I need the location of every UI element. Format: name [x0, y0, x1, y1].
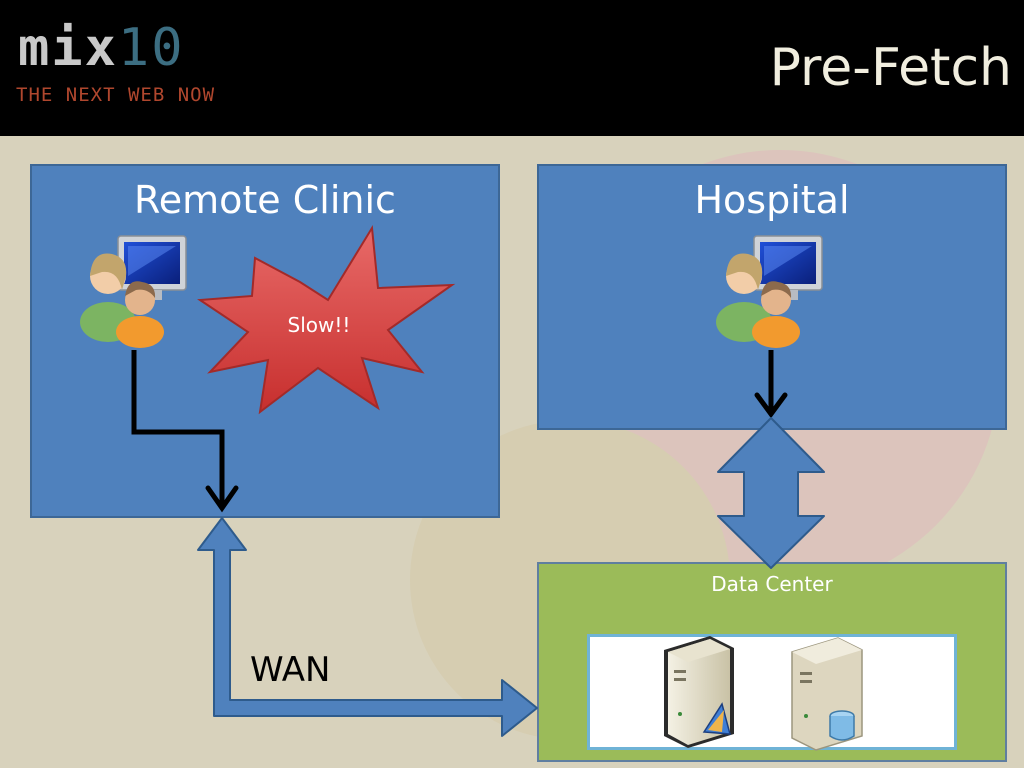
- data-center-box: Data Center: [537, 562, 1007, 762]
- wan-arrow: [197, 517, 538, 737]
- slow-label: Slow!!: [287, 313, 351, 337]
- hospital-request-arrowhead: [754, 392, 788, 419]
- hospital-datacenter-arrow: [717, 417, 825, 569]
- users-computer-icon: [80, 235, 187, 348]
- slide-title: Pre-Fetch: [769, 38, 1012, 98]
- wan-label: WAN: [250, 650, 331, 690]
- server-icon: [664, 636, 734, 748]
- server-panel: [587, 634, 957, 750]
- data-center-label: Data Center: [711, 572, 833, 596]
- logo-ten-text: 10: [117, 18, 185, 78]
- users-computer-icon: [716, 235, 823, 348]
- slide-header: mix10 THE NEXT WEB NOW Pre-Fetch: [0, 0, 1024, 136]
- slow-starburst: [197, 224, 456, 415]
- mix10-logo: mix10: [18, 22, 185, 74]
- remote-clinic-title: Remote Clinic: [134, 178, 396, 222]
- remote-request-arrow: [131, 350, 225, 505]
- logo-mix-text: mix: [18, 18, 118, 78]
- remote-request-arrowhead: [205, 485, 239, 513]
- hospital-title: Hospital: [694, 178, 850, 222]
- database-server-icon: [791, 637, 863, 751]
- logo-tagline: THE NEXT WEB NOW: [16, 84, 216, 106]
